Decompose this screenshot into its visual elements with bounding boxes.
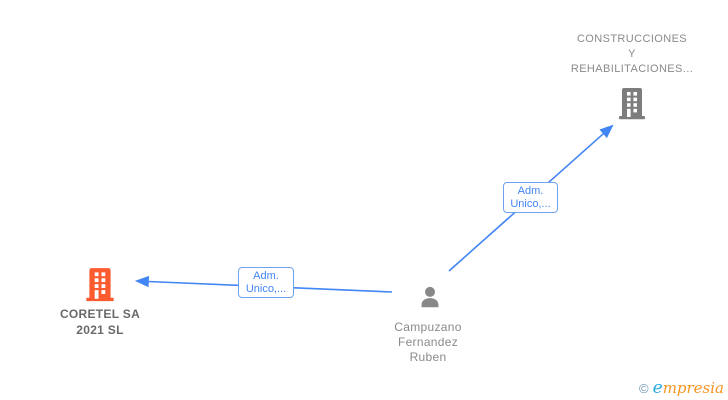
- empresia-brand-text: empresia: [652, 378, 724, 398]
- node-label[interactable]: CORETEL SA: [59, 307, 141, 321]
- empresia-watermark[interactable]: © empresia: [639, 378, 724, 398]
- edge-label-adm-unico[interactable]: Adm. Unico,...: [503, 182, 558, 213]
- building-icon[interactable]: [616, 86, 648, 125]
- node-label[interactable]: Campuzano: [394, 320, 462, 334]
- node-label[interactable]: Fernandez: [397, 335, 459, 349]
- brand-rest: mpresia: [662, 379, 724, 397]
- node-label[interactable]: Y: [628, 48, 636, 60]
- node-label[interactable]: 2021 SL: [76, 323, 124, 337]
- arrowhead-coretel: [134, 275, 150, 288]
- node-coretel: CORETEL SA 2021 SL: [40, 306, 160, 338]
- node-label[interactable]: CONSTRUCCIONES: [576, 33, 688, 45]
- edge-label-text: Adm.: [517, 184, 544, 197]
- node-construcciones: CONSTRUCCIONES Y REHABILITACIONES...: [540, 32, 724, 77]
- node-label[interactable]: Ruben: [409, 350, 447, 364]
- edge-label-text: Unico,...: [510, 197, 551, 210]
- copyright-icon: ©: [639, 380, 649, 396]
- edge-label-text: Unico,...: [245, 282, 287, 295]
- arrowhead-construcciones: [599, 124, 614, 139]
- edge-label-adm-unico[interactable]: Adm. Unico,...: [238, 267, 294, 298]
- edge-label-text: Adm.: [253, 269, 279, 282]
- node-person: Campuzano Fernandez Ruben: [373, 320, 483, 365]
- person-icon[interactable]: [417, 284, 443, 316]
- node-label[interactable]: REHABILITACIONES...: [570, 63, 694, 75]
- building-icon[interactable]: [83, 266, 117, 307]
- brand-initial: e: [652, 378, 663, 398]
